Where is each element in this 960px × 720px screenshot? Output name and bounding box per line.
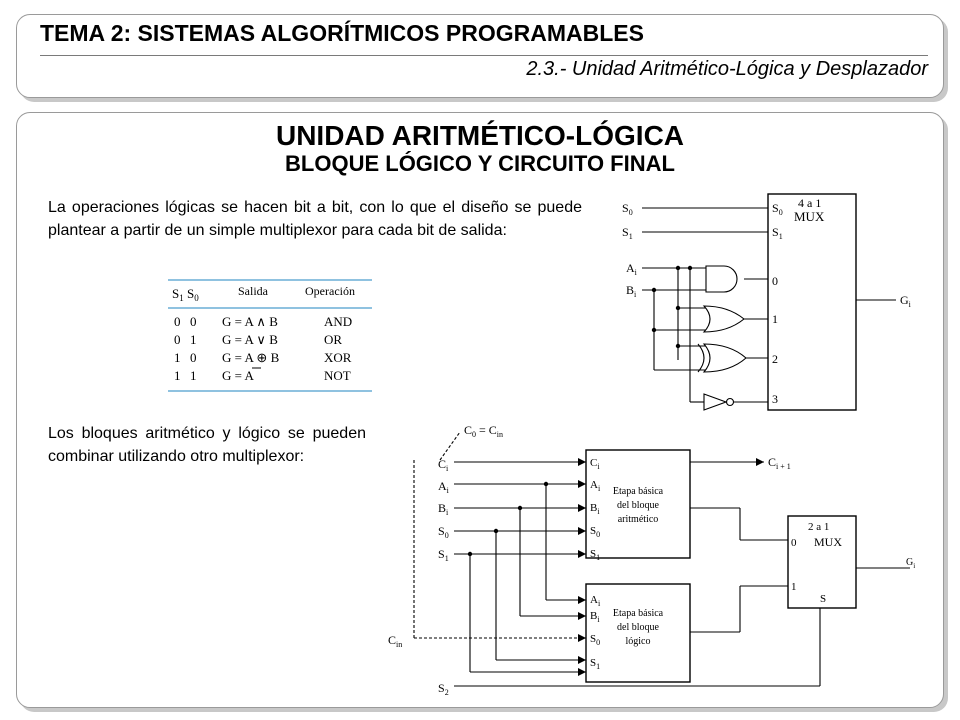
svg-text:Bi: Bi [438, 501, 449, 517]
svg-text:NOT: NOT [324, 368, 351, 383]
svg-text:1: 1 [190, 368, 197, 383]
mux-port-label: 0 [772, 274, 778, 288]
mux-2to1-name: MUX [814, 535, 842, 549]
input-label: S1 [622, 225, 633, 241]
and-gate [705, 265, 738, 293]
header-divider [40, 55, 928, 56]
alu-wires [413, 431, 910, 687]
svg-text:0: 0 [791, 537, 797, 549]
table-header-operation: Operación [305, 284, 355, 298]
alu-output-label: Gi [906, 557, 915, 570]
svg-text:Ci: Ci [590, 457, 600, 471]
svg-text:OR: OR [324, 332, 342, 347]
svg-text:1: 1 [174, 350, 181, 365]
carry-out-label: Ci + 1 [768, 455, 791, 471]
mux-sel-label: S0 [772, 201, 783, 217]
svg-text:1: 1 [174, 368, 181, 383]
svg-text:Ci: Ci [438, 457, 449, 473]
combine-paragraph: Los bloques aritmético y lógico se puede… [48, 425, 366, 465]
svg-text:G = A ∨ B: G = A ∨ B [222, 332, 278, 347]
slide-title: UNIDAD ARITMÉTICO-LÓGICA [275, 120, 685, 151]
input-label: Bi [626, 283, 637, 299]
mux-port-label: 2 [772, 352, 778, 366]
arith-block [585, 449, 691, 559]
svg-text:0: 0 [174, 332, 181, 347]
svg-text:AND: AND [324, 314, 352, 329]
svg-text:S0: S0 [590, 633, 600, 647]
svg-text:S1: S1 [590, 548, 600, 562]
arith-block-label: aritmético [618, 514, 659, 525]
mux-port-label: 1 [772, 312, 778, 326]
logic-block-label: Etapa básica [613, 608, 664, 619]
svg-text:Ai: Ai [590, 479, 601, 493]
header-title: TEMA 2: SISTEMAS ALGORÍTMICOS PROGRAMABL… [40, 20, 644, 46]
mux-output-label: Gi [900, 293, 912, 309]
mux-wires [642, 265, 896, 411]
svg-text:0: 0 [190, 350, 197, 365]
svg-text:S1: S1 [590, 657, 600, 671]
mux-sel-label: S1 [772, 225, 783, 241]
input-labels: Ci Ai Bi S0 S1 Cin S2 [388, 457, 450, 697]
logic-block-label: del bloque [617, 622, 659, 633]
or-gate [702, 305, 745, 333]
svg-text:S0: S0 [438, 524, 449, 540]
block-port-labels: Ci Ai Bi S0 S1 Ai Bi S0 S1 [590, 457, 601, 671]
svg-text:S1: S1 [438, 547, 449, 563]
svg-text:0: 0 [190, 314, 197, 329]
arith-block-label: Etapa básica [613, 486, 664, 497]
header-subtitle: 2.3.- Unidad Aritmético-Lógica y Desplaz… [526, 58, 928, 80]
mux-4to1-name: MUX [794, 209, 825, 224]
svg-text:Cin: Cin [388, 633, 402, 649]
table-header-output: Salida [238, 284, 269, 298]
svg-text:Bi: Bi [590, 610, 600, 624]
mux-2to1-box [787, 515, 857, 609]
intro-paragraph: La operaciones lógicas se hacen bit a bi… [48, 199, 582, 239]
svg-text:0: 0 [174, 314, 181, 329]
mux-4to1-box [767, 193, 857, 411]
carry-in-equation: C0 = Cin [464, 423, 503, 439]
arith-block-label: del bloque [617, 500, 659, 511]
svg-text:Ai: Ai [590, 594, 601, 608]
slide-subtitle: BLOQUE LÓGICO Y CIRCUITO FINAL [285, 151, 675, 176]
svg-text:Bi: Bi [590, 502, 600, 516]
mux-4to1-label: 4 a 1 [798, 196, 821, 210]
input-label: S0 [622, 201, 633, 217]
header-panel [16, 14, 944, 98]
svg-text:1: 1 [190, 332, 197, 347]
svg-text:1: 1 [791, 581, 797, 593]
not-gate [703, 393, 728, 411]
mux-4to1-figure: 4 a 1 MUX S0 S1 0 1 2 3 S0 S1 Ai Bi [622, 193, 912, 411]
svg-text:XOR: XOR [324, 350, 352, 365]
input-label: Ai [626, 261, 638, 277]
logic-block [585, 583, 691, 683]
svg-text:G = A ∧ B: G = A ∧ B [222, 314, 278, 329]
mux-port-label: 3 [772, 392, 778, 406]
alu-combined-figure: C0 = Cin Etapa básica del bloque aritmét… [388, 423, 915, 697]
svg-text:S2: S2 [438, 681, 449, 697]
logic-block-label: lógico [626, 636, 651, 647]
table-header-select: S1 S0 [172, 286, 199, 303]
svg-text:S: S [820, 593, 826, 605]
xor-gate [702, 343, 747, 373]
svg-text:Ai: Ai [438, 479, 450, 495]
svg-text:S0: S0 [590, 525, 600, 539]
svg-text:G = A: G = A [222, 368, 255, 383]
svg-text:G = A ⊕ B: G = A ⊕ B [222, 350, 280, 365]
mux-2to1-label: 2 a 1 [808, 521, 829, 533]
